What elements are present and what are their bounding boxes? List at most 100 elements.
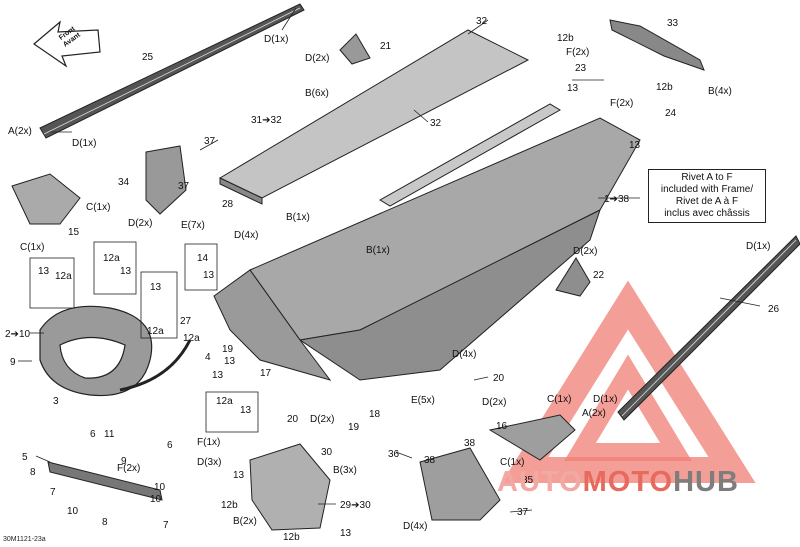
callout-label-d1x_r1: D(1x) (593, 394, 618, 405)
note-line-1: Rivet A to F (681, 172, 733, 183)
callout-label-c36: 36 (388, 449, 400, 460)
callout-boxes (29, 241, 259, 433)
callout-label-c30: 30 (321, 447, 333, 458)
callout-label-c32b: 32 (430, 118, 442, 129)
callout-label-e7x: E(7x) (181, 220, 205, 231)
part-bracket-34 (145, 145, 187, 215)
callout-label-d2x_b: D(2x) (482, 397, 507, 408)
callout-label-c22: 22 (593, 270, 605, 281)
callout-label-f2x_a: F(2x) (566, 47, 590, 58)
callout-label-d1x_r: D(1x) (746, 241, 771, 252)
callout-label-c27: 27 (180, 316, 192, 327)
callout-label-c13_a: 13 (567, 83, 579, 94)
callout-label-c7b: 7 (163, 520, 169, 531)
front-arrow-icon (33, 20, 101, 68)
callout-label-c13_c: 13 (120, 266, 132, 277)
callout-label-c6b: 6 (167, 440, 173, 451)
part-bracket-21 (339, 33, 371, 65)
callout-label-d1x_left: D(1x) (72, 138, 97, 149)
callout-label-c12a_e: 12a (216, 396, 233, 407)
callout-label-c2_10: 2➔10 (5, 329, 31, 340)
part-bracket-22 (555, 257, 591, 297)
callout-label-c5: 5 (22, 452, 28, 463)
callout-label-c13_h: 13 (212, 370, 224, 381)
part-hoop-3 (39, 305, 192, 397)
watermark-logo-inner (564, 354, 692, 461)
part-panel-15 (11, 173, 81, 225)
callout-label-c8a: 8 (30, 467, 36, 478)
callout-label-c12a_d: 12a (183, 333, 200, 344)
callout-label-c37a: 37 (204, 136, 216, 147)
callout-label-d4x_c: D(4x) (403, 521, 428, 532)
callout-label-c20b: 20 (287, 414, 299, 425)
callout-label-c32a: 32 (476, 16, 488, 27)
callout-label-c12a_c: 12a (147, 326, 164, 337)
diagram-code: 30M1121-23a (3, 536, 46, 543)
part-support-35 (419, 414, 576, 521)
callout-label-e5x: E(5x) (411, 395, 435, 406)
part-skid-10 (47, 461, 163, 501)
callout-label-c37b: 37 (178, 181, 190, 192)
callout-label-c1x: C(1x) (86, 202, 111, 213)
callout-label-c6a: 6 (90, 429, 96, 440)
callout-label-c11: 11 (104, 429, 115, 440)
callout-label-c7a: 7 (50, 487, 56, 498)
callout-label-a2x_left: A(2x) (8, 126, 32, 137)
callout-label-c38b: 38 (424, 455, 436, 466)
callout-label-dtop: D(1x) (264, 34, 289, 45)
callout-label-f1x: F(1x) (197, 437, 221, 448)
watermark-auto: AUTO (497, 466, 583, 498)
callout-label-c1x_b: C(1x) (20, 242, 45, 253)
callout-label-c25: 25 (142, 52, 154, 63)
callout-label-c12b_b: 12b (656, 82, 673, 93)
callout-label-c21: 21 (380, 41, 392, 52)
callout-label-d4x_b: D(4x) (452, 349, 477, 360)
note-line-3: Rivet de A à F (675, 196, 739, 207)
watermark-moto: MOTO (582, 466, 674, 498)
callout-label-c26: 26 (768, 304, 780, 315)
callout-label-b6x: B(6x) (305, 88, 329, 99)
rivet-note-box: Rivet A to F included with Frame/ Rivet … (648, 169, 766, 223)
callout-label-c8b: 8 (102, 517, 108, 528)
callout-label-c13_b: 13 (629, 140, 641, 151)
callout-label-c3: 3 (53, 396, 59, 407)
callout-label-c9a: 9 (10, 357, 16, 368)
callout-label-d3x: D(3x) (197, 457, 222, 468)
watermark-hub: HUB (673, 466, 739, 498)
callout-label-c13_j: 13 (233, 470, 245, 481)
callout-label-c15: 15 (68, 227, 80, 238)
callout-label-c19b: 19 (348, 422, 360, 433)
callout-label-c23: 23 (575, 63, 587, 74)
callout-label-c10b: 10 (150, 494, 162, 505)
callout-label-b2x: B(2x) (233, 516, 257, 527)
callout-label-a2x_r: A(2x) (582, 408, 606, 419)
callout-label-c29_30: 29➔30 (340, 500, 371, 511)
part-panel-31 (218, 29, 530, 205)
callout-label-f2x_b: F(2x) (610, 98, 634, 109)
callout-label-b1x_b: B(1x) (366, 245, 390, 256)
part-bracket-33 (609, 19, 705, 71)
watermark-text: AUTOMOTOHUB (497, 466, 739, 499)
callout-label-c9b: 9 (121, 456, 127, 467)
watermark-logo (501, 280, 756, 483)
callout-label-c4: 4 (205, 352, 211, 363)
callout-label-c1x_r1: C(1x) (547, 394, 572, 405)
callout-label-d2x_r: D(2x) (573, 246, 598, 257)
callout-label-c37c: 37 (517, 507, 529, 518)
callout-label-d2x_c: D(2x) (310, 414, 335, 425)
callout-label-c13_i: 13 (240, 405, 252, 416)
callout-label-c12a_b: 12a (55, 271, 72, 282)
note-line-4: inclus avec châssis (664, 208, 750, 219)
callout-label-b4x: B(4x) (708, 86, 732, 97)
callout-label-c13_d: 13 (38, 266, 50, 277)
leader-lines (18, 7, 761, 513)
callout-label-c35: 35 (522, 475, 534, 486)
callout-label-c13_f: 13 (150, 282, 162, 293)
callout-label-c12b_a: 12b (557, 33, 574, 44)
callout-label-d4x_a: D(4x) (234, 230, 259, 241)
callout-label-b3x: B(3x) (333, 465, 357, 476)
callout-label-c10a: 10 (154, 482, 166, 493)
note-line-2: included with Frame/ (660, 184, 754, 195)
callout-label-c13_g: 13 (224, 356, 236, 367)
